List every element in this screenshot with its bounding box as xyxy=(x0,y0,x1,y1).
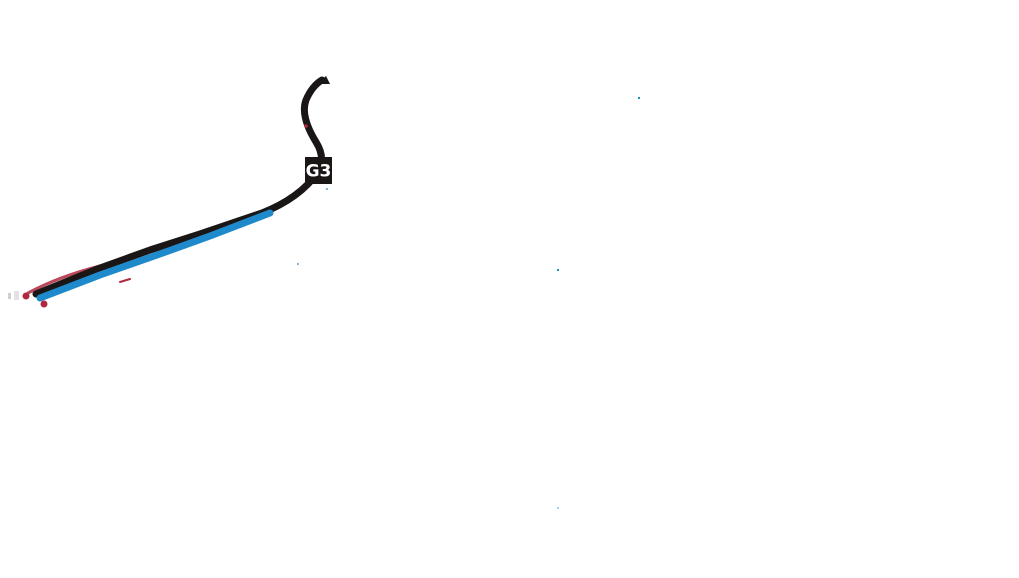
black-route-end-cap xyxy=(317,76,330,84)
blue-route-line xyxy=(36,209,274,302)
red-endpoint-marker xyxy=(22,292,30,300)
red-route-segment xyxy=(119,278,131,283)
grey-fragment xyxy=(8,293,11,299)
route-shield-background xyxy=(305,157,332,184)
route-shield-label: G3 xyxy=(306,162,332,182)
blue-speck xyxy=(638,97,640,99)
grey-fragment xyxy=(14,291,19,300)
route-shield-g3: G3 xyxy=(305,157,332,184)
blue-speck xyxy=(326,188,328,190)
blue-speck xyxy=(557,269,559,271)
red-route-dot xyxy=(304,124,308,128)
blue-speck xyxy=(297,263,299,265)
blue-speck xyxy=(557,507,559,509)
red-endpoint-marker xyxy=(40,300,48,308)
black-route-line xyxy=(32,76,326,298)
